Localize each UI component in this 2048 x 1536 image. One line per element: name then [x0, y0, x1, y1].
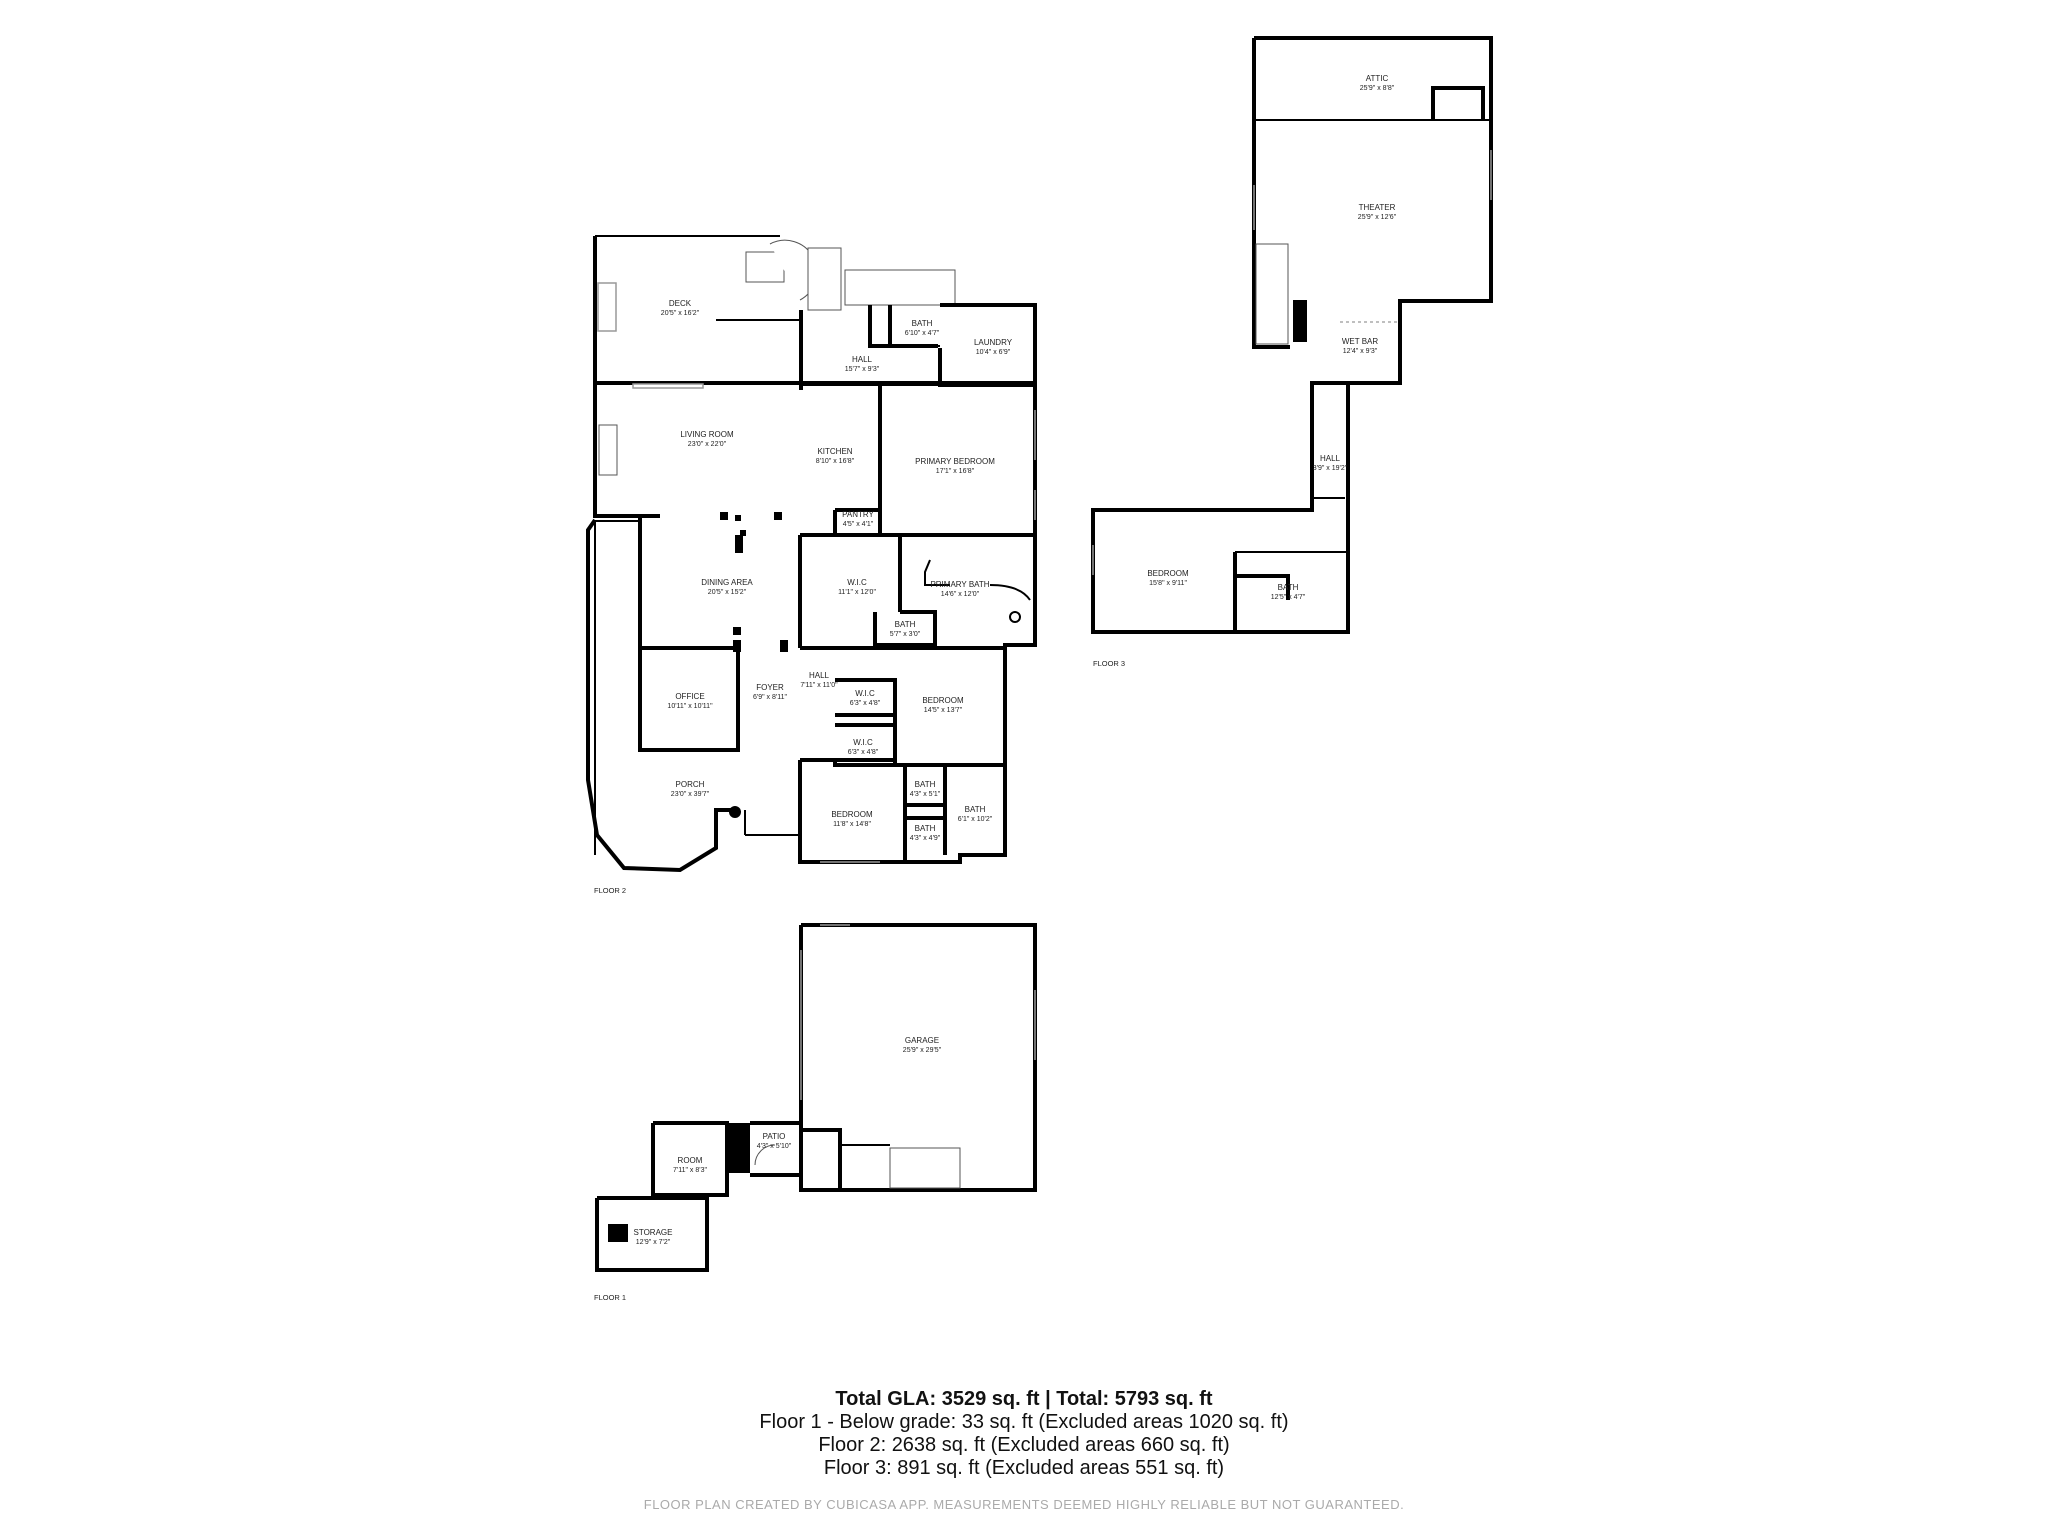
room-room-f1-name: ROOM	[678, 1156, 703, 1165]
room-hall-top-dim: 15'7" x 9'3"	[845, 366, 880, 373]
room-wic-primary-name: W.I.C	[847, 578, 867, 587]
room-bath-b-name: BATH	[965, 805, 986, 814]
room-theater-name: THEATER	[1359, 203, 1396, 212]
room-living-room-name: LIVING ROOM	[680, 430, 734, 439]
room-wet-bar-name: WET BAR	[1342, 337, 1379, 346]
room-deck-name: DECK	[669, 299, 692, 308]
room-kitchen-name: KITCHEN	[817, 447, 852, 456]
room-kitchen-dim: 8'10" x 16'8"	[816, 458, 855, 465]
room-office-dim: 10'11" x 10'11"	[667, 703, 713, 710]
room-porch-name: PORCH	[676, 780, 705, 789]
room-foyer-name: FOYER	[756, 683, 784, 692]
room-attic-name: ATTIC	[1366, 74, 1389, 83]
room-garage-dim: 25'9" x 29'5"	[903, 1047, 942, 1054]
room-wic-primary-dim: 11'1" x 12'0"	[838, 589, 876, 596]
room-bath-top-dim: 6'10" x 4'7"	[905, 330, 940, 337]
room-bedroom-right-dim: 14'5" x 13'7"	[924, 707, 963, 714]
room-bedroom-bottom-dim: 11'8" x 14'8"	[833, 821, 871, 828]
floor-2-label: FLOOR 2	[594, 886, 626, 895]
room-bath-f3-name: BATH	[1278, 583, 1299, 592]
room-primary-bath-dim: 14'6" x 12'0"	[941, 591, 980, 598]
room-hall-mid-name: HALL	[809, 671, 830, 680]
room-storage-name: STORAGE	[634, 1228, 673, 1237]
floor-3-area: Floor 3: 891 sq. ft (Excluded areas 551 …	[823, 1457, 1225, 1479]
room-bedroom-f3-name: BEDROOM	[1147, 569, 1189, 578]
room-bath-f3-dim: 12'5" x 4'7"	[1271, 594, 1306, 601]
room-bath-top-name: BATH	[912, 319, 933, 328]
room-wic-a-dim: 6'3" x 4'8"	[850, 700, 881, 707]
room-bath-small-name: BATH	[895, 620, 916, 629]
floor-1-plan	[595, 923, 1037, 1272]
room-bath-b-dim: 6'1" x 10'2"	[958, 816, 993, 823]
room-pantry-dim: 4'5" x 4'1"	[843, 521, 874, 528]
room-garage-name: GARAGE	[905, 1036, 939, 1045]
room-living-room-dim: 23'0" x 22'0"	[688, 441, 727, 448]
floor-2-area: Floor 2: 2638 sq. ft (Excluded areas 660…	[818, 1434, 1230, 1456]
room-wic-a-name: W.I.C	[855, 689, 875, 698]
room-bath-small-dim: 5'7" x 3'0"	[890, 631, 921, 638]
room-bath-c-name: BATH	[915, 824, 936, 833]
room-bath-a-name: BATH	[915, 780, 936, 789]
room-pantry-name: PANTRY	[842, 510, 874, 519]
room-laundry-dim: 10'4" x 6'9"	[976, 349, 1011, 356]
room-dining-area-name: DINING AREA	[701, 578, 753, 587]
room-bath-a-dim: 4'3" x 5'1"	[910, 791, 941, 798]
room-attic-dim: 25'9" x 8'8"	[1360, 85, 1395, 92]
room-bedroom-right-name: BEDROOM	[922, 696, 964, 705]
room-room-f1-dim: 7'11" x 8'3"	[673, 1167, 707, 1174]
room-wic-b-name: W.I.C	[853, 738, 873, 747]
room-porch-dim: 23'0" x 39'7"	[671, 791, 710, 798]
floor-3-plan	[1091, 36, 1493, 634]
floor-2-plan	[586, 235, 1037, 873]
room-wic-b-dim: 6'3" x 4'8"	[848, 749, 879, 756]
room-patio-name: PATIO	[763, 1132, 786, 1141]
room-primary-bath-name: PRIMARY BATH	[930, 580, 989, 589]
room-hall-f3-name: HALL	[1320, 454, 1341, 463]
room-storage-dim: 12'9" x 7'2"	[636, 1239, 671, 1246]
disclaimer-footer: FLOOR PLAN CREATED BY CUBICASA APP. MEAS…	[643, 1497, 1405, 1512]
room-bedroom-f3-dim: 15'8" x 9'11"	[1149, 580, 1187, 587]
total-area-summary: Total GLA: 3529 sq. ft | Total: 5793 sq.…	[835, 1388, 1213, 1410]
room-primary-bedroom-dim: 17'1" x 16'8"	[936, 468, 975, 475]
floor-1-label: FLOOR 1	[594, 1293, 626, 1302]
floor-3-label: FLOOR 3	[1093, 659, 1125, 668]
room-deck-dim: 20'5" x 16'2"	[661, 310, 700, 317]
room-labels: ATTIC 25'9" x 8'8" THEATER 25'9" x 12'6"…	[634, 74, 1397, 1246]
room-dining-area-dim: 20'5" x 15'2"	[708, 589, 747, 596]
room-hall-f3-dim: 3'9" x 19'2"	[1313, 465, 1348, 472]
room-hall-top-name: HALL	[852, 355, 873, 364]
room-hall-mid-dim: 7'11" x 11'0"	[800, 682, 838, 689]
room-laundry-name: LAUNDRY	[974, 338, 1013, 347]
room-patio-dim: 4'3" x 5'10"	[757, 1143, 792, 1150]
floor-1-area: Floor 1 - Below grade: 33 sq. ft (Exclud…	[759, 1411, 1289, 1433]
room-bath-c-dim: 4'3" x 4'9"	[910, 835, 941, 842]
room-bedroom-bottom-name: BEDROOM	[831, 810, 873, 819]
room-wet-bar-dim: 12'4" x 9'3"	[1343, 348, 1378, 355]
room-primary-bedroom-name: PRIMARY BEDROOM	[915, 457, 995, 466]
room-office-name: OFFICE	[675, 692, 704, 701]
room-foyer-dim: 6'9" x 8'11"	[753, 694, 787, 701]
room-theater-dim: 25'9" x 12'6"	[1358, 214, 1397, 221]
